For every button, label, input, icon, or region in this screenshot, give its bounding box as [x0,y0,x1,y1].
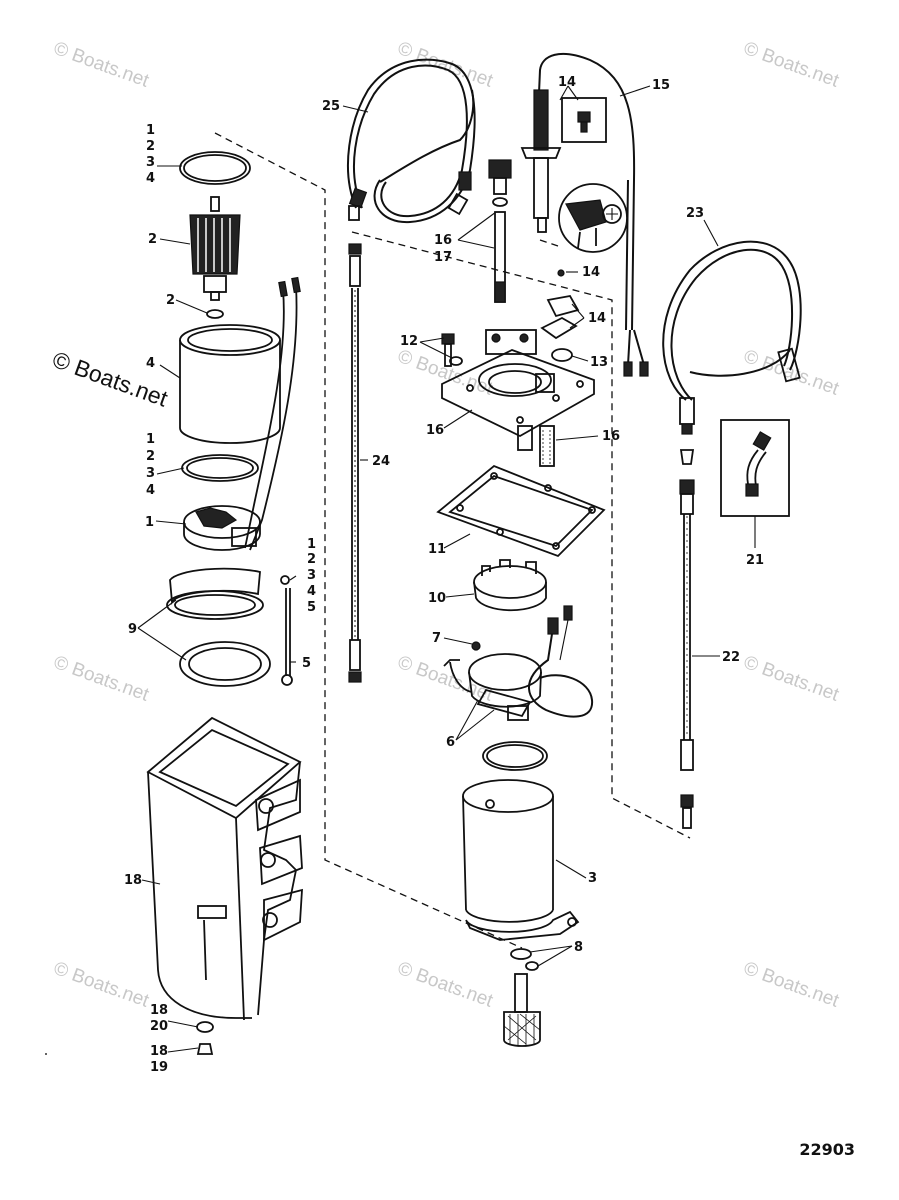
callout-20: 20 [150,1019,168,1034]
callout-4: 4 [307,584,316,599]
callout-17: 17 [434,250,452,265]
pump-filter [473,559,547,612]
callout-7: 7 [432,631,441,646]
callout-4: 4 [146,171,155,186]
gasket [436,464,606,558]
pressure-switch [520,52,649,377]
brush-plate [183,505,261,551]
callout-16: 16 [602,429,620,444]
screw-detail-box [561,97,607,143]
callout-5: 5 [307,600,316,615]
screw-7 [471,641,481,651]
callout-4: 4 [146,483,155,498]
o-ring-pump [482,741,548,771]
clamp-bracket [540,269,580,362]
strainer [503,948,541,1047]
switch-detail-circle [558,183,628,253]
through-bolt [280,575,293,686]
reservoir-cover [441,329,595,438]
callout-19: 19 [150,1060,168,1075]
callout-12: 12 [400,334,418,349]
callout-1: 1 [146,432,155,447]
callout-14: 14 [588,311,606,326]
field-frame [179,324,281,444]
callout-2: 2 [146,449,155,464]
callout-11: 11 [428,542,446,557]
bolt-12 [441,333,463,367]
callout-6: 6 [446,735,455,750]
callout-22: 22 [722,650,740,665]
callout-10: 10 [428,591,446,606]
callout-5: 5 [302,656,311,671]
callout-18: 18 [124,873,142,888]
reservoir-housing [146,716,303,1021]
callout-2: 2 [148,232,157,247]
callout-18: 18 [150,1044,168,1059]
hose-22 [679,479,695,829]
callout-1: 1 [307,537,316,552]
hose-24 [348,243,362,683]
callout-23: 23 [686,206,704,221]
figure-number: 22903 [799,1140,855,1159]
drain-plug [196,1043,214,1055]
callout-3: 3 [307,568,316,583]
callout-labels: 1 2 3 4 2 2 4 1 2 3 4 1 1 2 3 4 5 9 5 18… [124,75,764,1075]
brush-lead-wires [244,285,298,551]
callout-25: 25 [322,99,340,114]
hose-25 [347,58,476,224]
callout-24: 24 [372,454,390,469]
callout-9: 9 [128,622,137,637]
callout-15: 15 [652,78,670,93]
callout-2: 2 [146,139,155,154]
fitting-detail-box [720,419,790,517]
callout-14: 14 [558,75,576,90]
leader-lines [137,85,756,1053]
o-ring-top [179,151,251,185]
callout-18: 18 [150,1003,168,1018]
callout-16: 16 [434,233,452,248]
callout-16: 16 [426,423,444,438]
fill-cap [488,159,512,303]
retainer-ring-lower [179,641,271,687]
assembly-guide-lines [214,132,691,949]
callout-13: 13 [590,355,608,370]
callout-2: 2 [166,293,175,308]
thrust-washer [206,309,224,319]
armature [189,196,241,301]
callout-4: 4 [146,356,155,371]
pump-assembly [443,605,594,721]
callout-14: 14 [582,265,600,280]
callout-21: 21 [746,553,764,568]
callout-3: 3 [146,155,155,170]
callout-1: 1 [145,515,154,530]
callout-1: 1 [146,123,155,138]
stray-mark [45,1053,47,1055]
callout-2: 2 [307,552,316,567]
hose-23 [662,240,802,465]
callout-3: 3 [588,871,597,886]
retainer-ring-upper [166,567,264,620]
callout-8: 8 [574,940,583,955]
callout-3: 3 [146,466,155,481]
pump-motor [462,779,580,941]
washer [196,1021,214,1033]
check-valves [517,425,555,467]
